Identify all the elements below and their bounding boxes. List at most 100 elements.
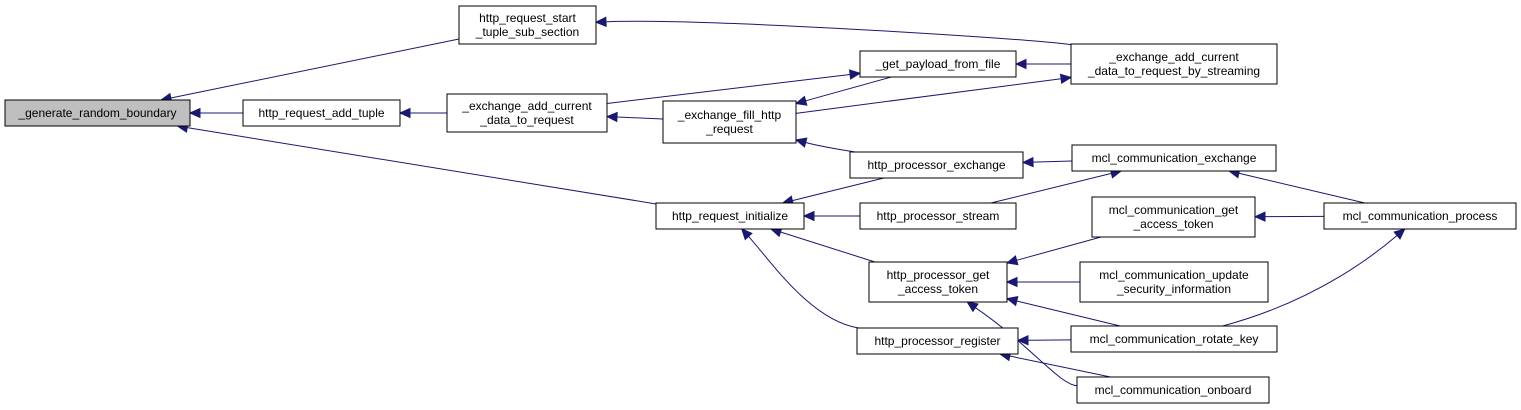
arrowhead — [398, 107, 411, 119]
edge-line — [616, 116, 664, 120]
node-mcgat[interactable]: mcl_communication_get_access_token — [1091, 196, 1256, 238]
edge-line — [805, 142, 856, 153]
node-label-line: mcl_communication_onboard — [1095, 383, 1252, 397]
node-gpff[interactable]: _get_payload_from_file — [859, 50, 1017, 78]
node-box — [1071, 144, 1277, 172]
edge-mcrk-to-hpgat — [1005, 296, 1121, 327]
edge-line — [990, 172, 1112, 204]
node-label-line: _request — [705, 122, 753, 136]
node-label-line: http_request_start — [479, 11, 576, 25]
node-hps[interactable]: http_processor_stream — [859, 202, 1017, 230]
edge-hri-to-gen — [176, 122, 657, 205]
edge-line — [792, 177, 884, 202]
arrowhead — [1005, 296, 1019, 307]
node-label-line: _exchange_add_current — [461, 99, 592, 113]
edge-line — [1016, 236, 1102, 261]
node-box — [1070, 43, 1278, 85]
node-efhr[interactable]: _exchange_fill_http_request — [662, 100, 797, 144]
edge-line — [1032, 160, 1073, 163]
node-label-line: mcl_communication_update — [1099, 268, 1249, 282]
node-box — [662, 100, 797, 144]
edge-line — [748, 236, 859, 329]
node-hpe[interactable]: http_processor_exchange — [849, 151, 1024, 179]
node-hpgat[interactable]: http_processor_get_access_token — [868, 261, 1008, 303]
arrowhead — [1253, 211, 1266, 222]
arrowhead — [1005, 276, 1018, 288]
node-box — [4, 99, 191, 127]
node-box — [868, 261, 1008, 303]
node-gen[interactable]: _generate_random_boundary — [4, 99, 191, 127]
node-label-line: _tuple_sub_section — [475, 25, 579, 39]
arrowhead — [794, 95, 808, 106]
node-box — [856, 327, 1019, 355]
node-box — [1070, 325, 1278, 353]
arrowhead — [1005, 255, 1019, 266]
node-mcp[interactable]: mcl_communication_process — [1323, 202, 1517, 230]
node-label-line: _exchange_fill_http — [677, 108, 782, 122]
edge-mcusi-to-hpgat — [1005, 276, 1080, 288]
edges-layer — [159, 16, 1406, 387]
node-label-line: _generate_random_boundary — [17, 106, 176, 120]
edge-hpe-to-hri — [781, 177, 884, 206]
node-box — [242, 99, 401, 127]
node-hpr[interactable]: http_processor_register — [856, 327, 1019, 355]
node-hri[interactable]: http_request_initialize — [655, 202, 805, 230]
edge-line — [805, 76, 892, 102]
arrowhead — [848, 69, 862, 80]
edge-hps-to-hri — [802, 210, 860, 222]
nodes-layer: _generate_random_boundary http_request_st… — [4, 5, 1517, 404]
node-box — [859, 50, 1017, 78]
edge-eacdrbs-to-gpff — [1014, 58, 1071, 70]
edge-line — [780, 231, 876, 263]
arrowhead — [1059, 73, 1073, 85]
edge-eacdr-to-gpff — [606, 69, 862, 104]
edge-efhr-to-eacdr — [605, 111, 664, 123]
node-label-line: http_request_initialize — [672, 209, 788, 223]
edge-line — [795, 78, 1062, 114]
node-label-line: http_request_add_tuple — [258, 106, 384, 120]
edge-mcrk-to-mcp — [1222, 228, 1406, 327]
node-label-line: _data_to_request — [479, 113, 574, 127]
arrowhead — [966, 301, 979, 313]
node-label-line: mcl_communication_exchange — [1092, 151, 1257, 165]
node-hrstss[interactable]: http_request_start_tuple_sub_section — [458, 5, 597, 45]
edge-gpff-to-efhr — [794, 76, 892, 106]
node-mco[interactable]: mcl_communication_onboard — [1076, 376, 1270, 404]
node-box — [446, 93, 608, 133]
edge-mco-to-hpgat — [966, 301, 1078, 387]
edge-line — [170, 38, 460, 99]
arrowhead — [1393, 228, 1406, 240]
edge-hrat-to-gen — [188, 107, 243, 119]
node-label-line: _access_token — [1132, 217, 1213, 231]
node-eacdrbs[interactable]: _exchange_add_current_data_to_request_by… — [1070, 43, 1278, 85]
node-box — [1079, 261, 1269, 303]
node-box — [1323, 202, 1517, 230]
node-label-line: http_processor_stream — [877, 209, 1000, 223]
arrowhead — [1014, 58, 1027, 70]
arrowhead — [802, 210, 815, 222]
node-label-line: _access_token — [897, 282, 978, 296]
node-hrat[interactable]: http_request_add_tuple — [242, 99, 401, 127]
node-box — [458, 5, 597, 45]
node-mcusi[interactable]: mcl_communication_update_security_inform… — [1079, 261, 1269, 303]
node-box — [849, 151, 1024, 179]
node-mce[interactable]: mcl_communication_exchange — [1071, 144, 1277, 172]
node-eacdr[interactable]: _exchange_add_current_data_to_request — [446, 93, 608, 133]
edge-hrstss-to-gen — [159, 38, 460, 104]
edge-mcrk-to-hpr — [1016, 334, 1072, 346]
edge-line — [1238, 172, 1365, 204]
node-box — [859, 202, 1017, 230]
arrowhead — [188, 107, 201, 119]
edge-hpgat-to-hri — [769, 227, 876, 263]
node-label-line: http_processor_register — [874, 334, 1000, 348]
arrowhead — [794, 137, 808, 148]
node-mcrk[interactable]: mcl_communication_rotate_key — [1070, 325, 1278, 353]
edge-line — [187, 127, 657, 205]
edge-efhr-to-eacdrbs — [795, 73, 1073, 114]
node-label-line: mcl_communication_process — [1343, 209, 1498, 223]
arrowhead — [605, 111, 618, 123]
node-label-line: _data_to_request_by_streaming — [1087, 64, 1260, 78]
node-label-line: _exchange_add_current — [1108, 50, 1239, 64]
node-label-line: http_processor_get — [887, 268, 990, 282]
